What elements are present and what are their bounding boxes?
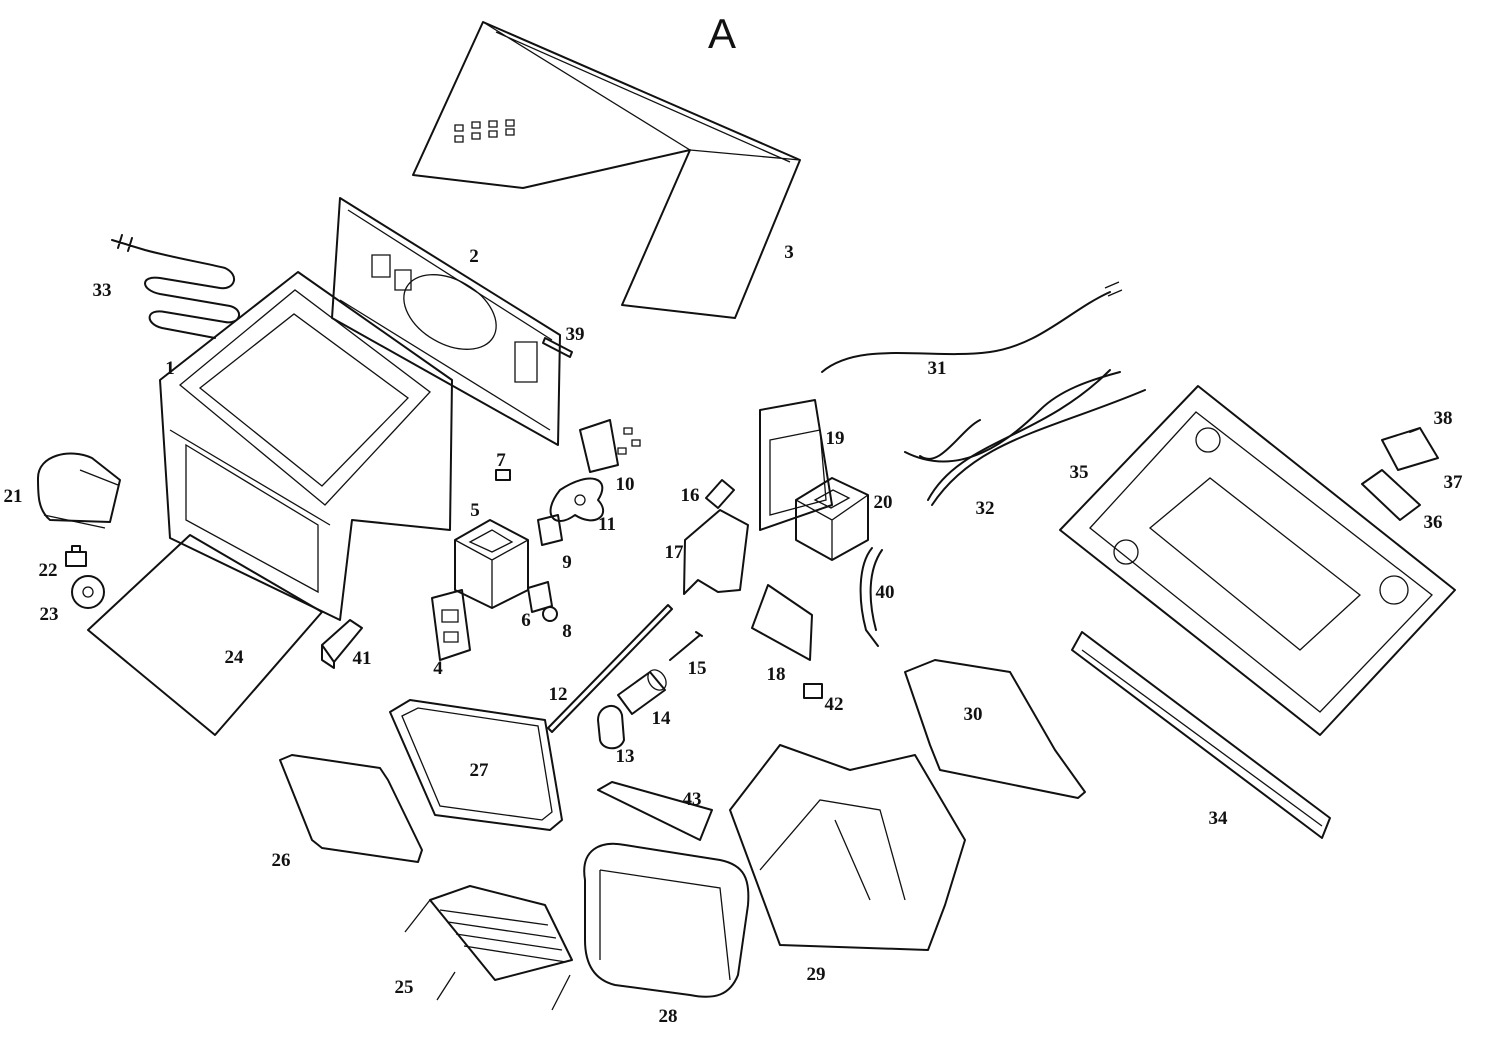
callout-32: 32 (976, 498, 995, 519)
part-15 (669, 631, 703, 661)
part-7 (495, 469, 511, 481)
callout-38: 38 (1434, 408, 1453, 429)
callout-22: 22 (39, 560, 58, 581)
callout-4: 4 (433, 658, 443, 679)
part-4 (431, 589, 471, 661)
part-24-plate (87, 534, 323, 736)
part-14-capacitor (617, 669, 667, 715)
part-21 (37, 452, 121, 529)
part-36 (1361, 469, 1421, 521)
callout-42: 42 (825, 694, 844, 715)
part-27-tray (389, 699, 563, 831)
part-41-block (321, 619, 363, 669)
callout-33: 33 (93, 280, 112, 301)
callout-36: 36 (1424, 512, 1443, 533)
callout-11: 11 (598, 514, 616, 535)
callout-14: 14 (652, 708, 672, 729)
callout-37: 37 (1444, 472, 1464, 493)
callout-13: 13 (616, 746, 635, 767)
callout-12: 12 (549, 684, 568, 705)
part-30-packing-sheet (904, 659, 1086, 799)
part-cavity-chassis (159, 271, 453, 621)
part-20-transformer (795, 477, 869, 561)
part-12-rod (547, 604, 673, 733)
callout-8: 8 (562, 621, 572, 642)
callout-2: 2 (469, 246, 479, 267)
part-40-tube (859, 547, 883, 647)
callout-28: 28 (659, 1006, 678, 1027)
part-5-magnetron (454, 519, 529, 609)
part-18 (751, 584, 813, 661)
callout-40: 40 (876, 582, 895, 603)
part-17 (683, 509, 749, 595)
diagram-title: A (708, 10, 736, 57)
callout-21: 21 (4, 486, 23, 507)
callout-30: 30 (964, 704, 983, 725)
callout-41: 41 (353, 648, 372, 669)
callout-19: 19 (826, 428, 845, 449)
callout-29: 29 (807, 964, 826, 985)
part-35-wire (927, 369, 1146, 506)
part-16 (705, 479, 735, 509)
callout-labels: 1 2 3 4 5 6 7 8 9 10 11 12 13 14 15 16 1… (4, 242, 1464, 1027)
callout-1: 1 (165, 358, 175, 379)
part-34-front-rail (1071, 631, 1331, 839)
part-26-wire-frame (279, 754, 423, 863)
part-37 (1381, 427, 1439, 471)
part-42 (803, 683, 823, 699)
callout-20: 20 (874, 492, 893, 513)
callout-35: 35 (1070, 462, 1089, 483)
part-28-covered-pan (583, 842, 750, 998)
callout-43: 43 (683, 789, 702, 810)
part-39 (542, 337, 573, 358)
part-32-wire-harness (904, 371, 1121, 463)
callout-39: 39 (566, 324, 585, 345)
callout-16: 16 (681, 485, 700, 506)
callout-25: 25 (395, 977, 414, 998)
part-43 (597, 781, 713, 841)
callout-6: 6 (521, 610, 531, 631)
callout-26: 26 (272, 850, 291, 871)
callout-17: 17 (665, 542, 685, 563)
callout-23: 23 (40, 604, 59, 625)
part-13 (597, 705, 625, 750)
callout-7: 7 (496, 450, 506, 471)
callout-27: 27 (470, 760, 490, 781)
part-29-packing-foam (729, 744, 966, 951)
callout-34: 34 (1209, 808, 1229, 829)
callout-3: 3 (784, 242, 794, 263)
part-31-power-cord (821, 281, 1123, 373)
part-6 (527, 581, 553, 613)
callout-5: 5 (470, 500, 480, 521)
part-9 (537, 514, 563, 546)
callout-18: 18 (767, 664, 786, 685)
part-base-plate (1059, 385, 1456, 736)
callout-10: 10 (616, 474, 635, 495)
part-22 (65, 545, 87, 567)
part-11-fan-blade (549, 477, 605, 522)
callout-9: 9 (562, 552, 572, 573)
part-outer-cabinet (412, 21, 801, 319)
part-23 (71, 575, 105, 609)
part-25-rack (404, 885, 573, 1011)
part-10 (579, 419, 641, 473)
callout-31: 31 (928, 358, 947, 379)
part-8 (542, 606, 558, 622)
callout-24: 24 (225, 647, 245, 668)
part-heater-element (111, 234, 240, 339)
callout-15: 15 (688, 658, 707, 679)
part-back-panel (331, 197, 561, 446)
part-19 (759, 399, 833, 531)
